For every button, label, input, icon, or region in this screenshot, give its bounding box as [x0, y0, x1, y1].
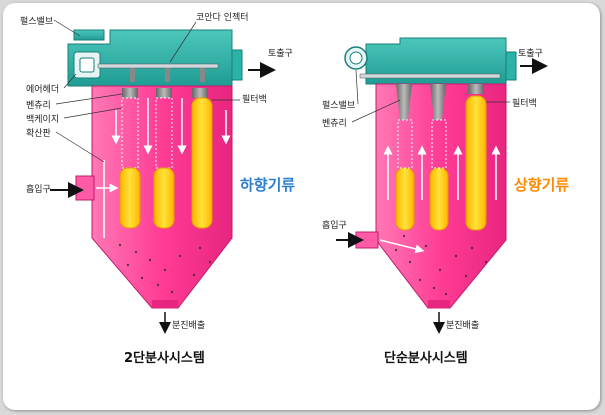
right-label-pulse-valve: 펄스밸브	[322, 99, 355, 111]
left-label-coanda-injector: 코안다 인젝터	[196, 12, 249, 23]
left-label-filter-bag: 필터백	[242, 93, 267, 105]
right-label-venturi: 벤츄리	[322, 118, 347, 129]
left-label-venturi: 벤츄리	[26, 100, 51, 111]
left-label-diffuser-plate: 확산판	[26, 127, 51, 139]
left-label-bag-cage: 백케이지	[26, 114, 59, 125]
right-label-dust-discharge: 분진배출	[446, 320, 479, 331]
right-label-outlet: 토출구	[518, 48, 543, 59]
left-label-dust-discharge: 분진배출	[172, 320, 205, 331]
right-label-inlet: 흡입구	[322, 219, 347, 231]
left-caption: 2단분사시스템	[124, 350, 205, 366]
left-label-inlet: 흡입구	[26, 183, 51, 195]
left-collector	[67, 29, 243, 309]
left-label-outlet: 토출구	[268, 48, 293, 59]
left-flow-title: 하향기류	[240, 176, 295, 194]
left-label-air-header: 에어헤더	[26, 83, 59, 95]
left-labels: 펄스밸브 코안다 인젝터 토출구 에어헤더 벤츄리 백케이지 확산판 필터백 흡…	[20, 12, 295, 366]
right-flow-title: 상향기류	[514, 176, 569, 194]
left-label-pulse-valve: 펄스밸브	[20, 15, 53, 27]
right-labels: 토출구 펄스밸브 벤츄리 필터백 흡입구 분진배출 상향기류 단순분사시스템	[322, 48, 569, 366]
right-label-filter-bag: 필터백	[512, 97, 537, 109]
right-caption: 단순분사시스템	[384, 350, 468, 366]
right-collector	[344, 37, 517, 309]
